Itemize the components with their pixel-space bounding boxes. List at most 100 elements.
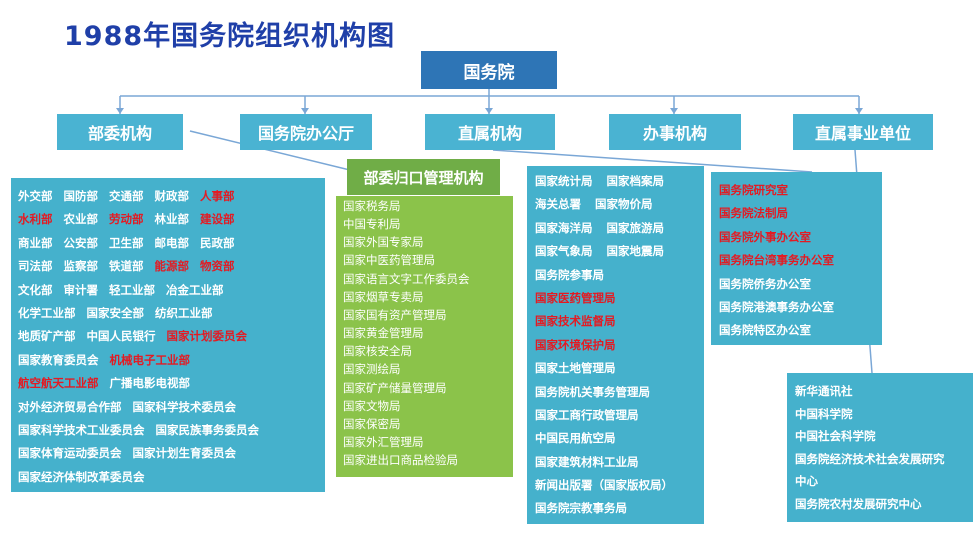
category-ministries: 部委机构 [57,114,183,150]
list-item: 中国社会科学院 [795,429,876,444]
list-item: 国务院外事办公室 [719,229,811,244]
list-item: 国务院侨务办公室 [719,276,811,291]
list-item: 国家科学技术工业委员会 [18,422,145,437]
list-row: 国家统计局国家档案局 [535,171,704,194]
list-item: 国家民族事务委员会 [155,422,260,437]
list-item: 国家医药管理局 [535,290,616,305]
list-item: 新闻出版署（国家版权局） [535,478,673,493]
category-direct-agencies: 直属机构 [425,114,555,150]
list-item: 国家烟草专卖局 [343,289,424,304]
list-item: 卫生部 [109,235,144,250]
list-row: 国家教育委员会机械电子工业部 [18,350,325,373]
list-row: 国家经济体制改革委员会 [18,467,325,490]
list-item: 国家土地管理局 [535,361,616,376]
list-row: 国家环境保护局 [535,335,704,358]
list-item: 邮电部 [154,235,190,250]
page-title: 1988年国务院组织机构图 [64,21,396,52]
list-item: 国家计划生育委员会 [132,446,237,461]
list-row: 国务院宗教事务局 [535,498,704,521]
list-item: 国务院研究室 [719,183,788,197]
category-offices: 办事机构 [609,114,741,150]
list-item: 公安部 [63,235,99,250]
list-item: 国家计划委员会 [166,329,248,344]
list-row: 司法部监察部铁道部能源部物资部 [18,256,325,279]
list-row: 对外经济贸易合作部国家科学技术委员会 [18,397,325,420]
list-row: 水利部农业部劳动部林业部建设部 [18,209,325,232]
list-item: 纺织工业部 [155,305,213,320]
list-item: 物资部 [200,259,235,274]
list-item: 中国人民银行 [86,329,156,344]
list-item: 铁道部 [109,259,144,274]
list-item: 国家矿产储量管理局 [343,380,447,395]
list-item: 国家科学技术委员会 [132,399,237,414]
list-item: 国家测绘局 [343,362,401,377]
list-item: 人事部 [200,189,235,203]
list-row: 中国民用航空局 [535,428,704,451]
list-item: 国务院宗教事务局 [535,501,627,516]
list-item: 国家外国专家局 [343,235,424,250]
list-item: 交通部 [109,189,144,203]
list-row: 国务院特区办公室 [719,320,882,343]
list-item: 建设部 [200,212,235,227]
list-row: 商业部公安部卫生部邮电部民政部 [18,233,325,256]
list-row: 国家体育运动委员会国家计划生育委员会 [18,443,325,466]
list-item: 审计署 [63,282,99,297]
list-item: 财政部 [154,189,190,203]
list-item: 国家安全部 [86,305,145,320]
list-row: 新华通讯社 [795,381,973,404]
list-row: 国家医药管理局 [535,288,704,311]
list-item: 中心 [795,474,818,489]
list-item: 国家旅游局 [606,220,665,235]
list-row: 中国科学院 [795,404,973,427]
list-row: 国家海洋局国家旅游局 [535,218,704,241]
list-row: 中国社会科学院 [795,426,973,449]
list-item: 航空航天工业部 [18,376,99,391]
list-item: 民政部 [200,235,235,250]
list-item: 国家经济体制改革委员会 [18,469,145,484]
list-row: 地质矿产部中国人民银行国家计划委员会 [18,326,325,349]
list-item: 国家核安全局 [343,344,412,359]
list-item: 国家税务局 [343,199,401,213]
list-item: 监察部 [63,259,99,274]
affiliated-institutions-panel: 新华通讯社中国科学院中国社会科学院国务院经济技术社会发展研究中心国务院农村发展研… [787,373,973,522]
list-row: 海关总署国家物价局 [535,194,704,217]
list-row: 国务院经济技术社会发展研究 [795,449,973,472]
list-item: 新华通讯社 [795,384,853,398]
list-item: 农业部 [63,212,99,227]
list-item: 国务院农村发展研究中心 [795,496,922,511]
list-item: 国家物价局 [595,197,653,212]
list-item: 林业部 [154,212,190,227]
list-row: 国务院机关事务管理局 [535,382,704,405]
list-item: 广播电影电视部 [109,376,191,391]
list-item: 海关总署 [535,197,581,212]
list-item: 国家教育委员会 [18,352,99,367]
list-row: 文化部审计署轻工业部冶金工业部 [18,280,325,303]
state-council-box: 国务院 [421,51,557,89]
list-row: 国务院农村发展研究中心 [795,494,973,517]
list-item: 轻工业部 [109,282,155,297]
list-item: 机械电子工业部 [109,352,191,367]
list-item: 国务院法制局 [719,206,788,221]
list-item: 外交部 [18,189,53,203]
list-row: 国家土地管理局 [535,358,704,381]
list-row: 国务院港澳事务办公室 [719,297,882,320]
list-item: 地质矿产部 [18,329,76,344]
list-item: 中国专利局 [343,217,401,232]
list-row: 国家工商行政管理局 [535,405,704,428]
list-item: 国家语言文字工作委员会 [343,271,470,286]
list-row: 中心 [795,471,973,494]
list-item: 国防部 [63,189,99,203]
list-item: 对外经济贸易合作部 [18,399,122,414]
category-general-office: 国务院办公厅 [240,114,372,150]
list-row: 航空航天工业部广播电影电视部 [18,373,325,396]
list-item: 国家地震局 [606,244,665,259]
list-item: 商业部 [18,235,53,250]
list-row: 国务院法制局 [719,203,882,226]
ministries-panel: 外交部国防部交通部财政部人事部水利部农业部劳动部林业部建设部商业部公安部卫生部邮… [11,178,325,492]
list-row: 国务院研究室 [719,180,882,203]
list-row: 国务院侨务办公室 [719,274,882,297]
list-item: 文化部 [18,282,53,297]
list-item: 国务院参事局 [535,267,604,282]
list-item: 国家技术监督局 [535,314,616,329]
list-item: 国家海洋局 [535,220,593,235]
